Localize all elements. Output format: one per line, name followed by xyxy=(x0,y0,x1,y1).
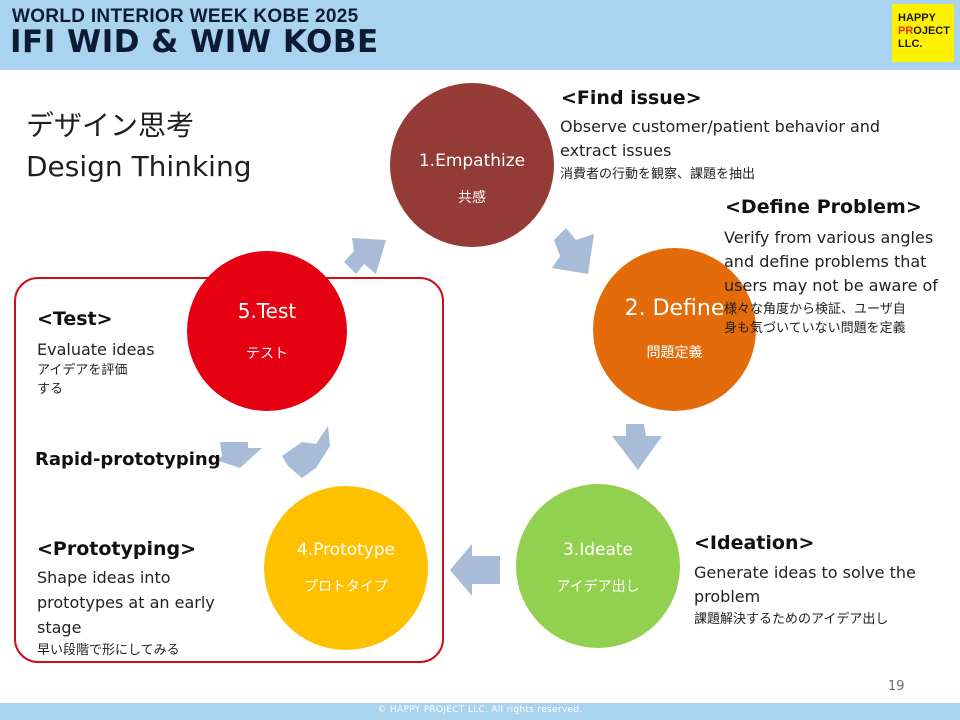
prototyping-heading: <Prototyping> xyxy=(37,538,197,560)
slide-header: WORLD INTERIOR WEEK KOBE 2025 IFI WID & … xyxy=(0,0,960,70)
define-problem-text: and define problems that xyxy=(724,252,927,271)
rapid-prototyping-label: Rapid-prototyping xyxy=(35,449,221,470)
find-issue-heading: <Find issue> xyxy=(561,87,702,109)
arrow-empathize-to-define xyxy=(552,228,594,274)
prototyping-japanese: 早い段階で形にしてみる xyxy=(37,643,180,658)
arrow-rapid-prototyping xyxy=(216,442,262,468)
find-issue-text: Observe customer/patient behavior and xyxy=(560,117,881,136)
test-japanese: する xyxy=(37,382,64,397)
test-text: Evaluate ideas xyxy=(37,340,155,359)
define-problem-japanese: 身も気づいていない問題を定義 xyxy=(724,321,906,336)
test-japanese: アイデアを評価 xyxy=(37,363,128,378)
test-heading: <Test> xyxy=(37,308,113,330)
ideation-heading: <Ideation> xyxy=(694,532,815,554)
arrow-ideate-to-prototype xyxy=(450,544,500,596)
step-prototype-circle: 4.Prototype プロトタイプ xyxy=(264,486,428,650)
page-number: 19 xyxy=(888,679,905,694)
title-japanese: デザイン思考 xyxy=(26,109,195,142)
step-define-circle: 2. Define 問題定義 xyxy=(593,248,756,411)
prototyping-text: Shape ideas into xyxy=(37,568,171,587)
footer-bar: © HAPPY PROJECT LLC. All rights reserved… xyxy=(0,703,960,720)
ideation-text: Generate ideas to solve the xyxy=(694,563,916,582)
event-name: WORLD INTERIOR WEEK KOBE 2025 xyxy=(12,6,359,27)
arrow-define-to-ideate xyxy=(612,424,662,470)
event-title: IFI WID & WIW KOBE xyxy=(10,24,379,60)
define-problem-japanese: 様々な角度から検証、ユーザ自 xyxy=(724,302,906,317)
prototyping-text: prototypes at an early xyxy=(37,593,215,612)
define-problem-heading: <Define Problem> xyxy=(725,196,922,218)
find-issue-text: extract issues xyxy=(560,141,672,160)
copyright-text: © HAPPY PROJECT LLC. All rights reserved… xyxy=(377,705,583,715)
arrow-prototype-to-test xyxy=(282,426,330,478)
define-problem-text: users may not be aware of xyxy=(724,276,938,295)
step-empathize-circle: 1.Empathize 共感 xyxy=(390,83,554,247)
ideation-japanese: 課題解決するためのアイデア出し xyxy=(694,612,889,627)
prototyping-text: stage xyxy=(37,618,82,637)
title-english: Design Thinking xyxy=(26,150,252,183)
happy-project-logo: HAPPY PROJECT LLC. xyxy=(892,4,954,62)
step-ideate-circle: 3.Ideate アイデア出し xyxy=(516,484,680,648)
step-test-circle: 5.Test テスト xyxy=(187,251,347,411)
ideation-text: problem xyxy=(694,587,761,606)
arrow-test-to-empathize xyxy=(344,238,386,274)
define-problem-text: Verify from various angles xyxy=(724,228,934,247)
find-issue-japanese: 消費者の行動を観察、課題を抽出 xyxy=(560,167,756,182)
